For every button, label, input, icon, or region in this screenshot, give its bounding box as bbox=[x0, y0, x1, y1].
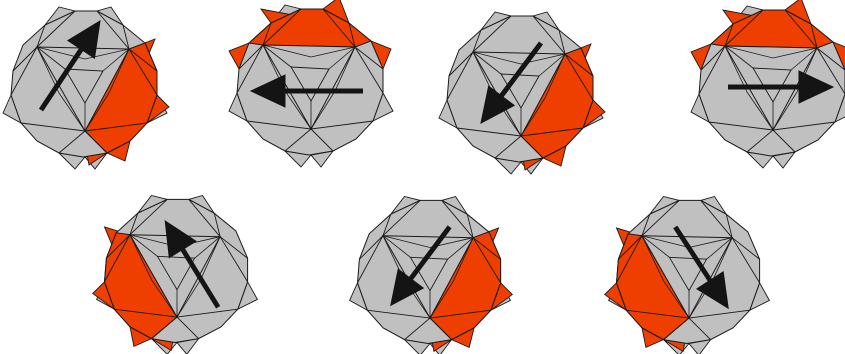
polyhedron-figure bbox=[439, 12, 605, 174]
polyhedron-figure bbox=[229, 0, 393, 167]
polyhedron-figure bbox=[605, 197, 770, 354]
polyhedron-figure bbox=[93, 196, 258, 354]
polyhedron-figure bbox=[350, 197, 513, 354]
polyhedron-figure bbox=[3, 7, 169, 169]
polyhedron-figure bbox=[691, 0, 845, 168]
